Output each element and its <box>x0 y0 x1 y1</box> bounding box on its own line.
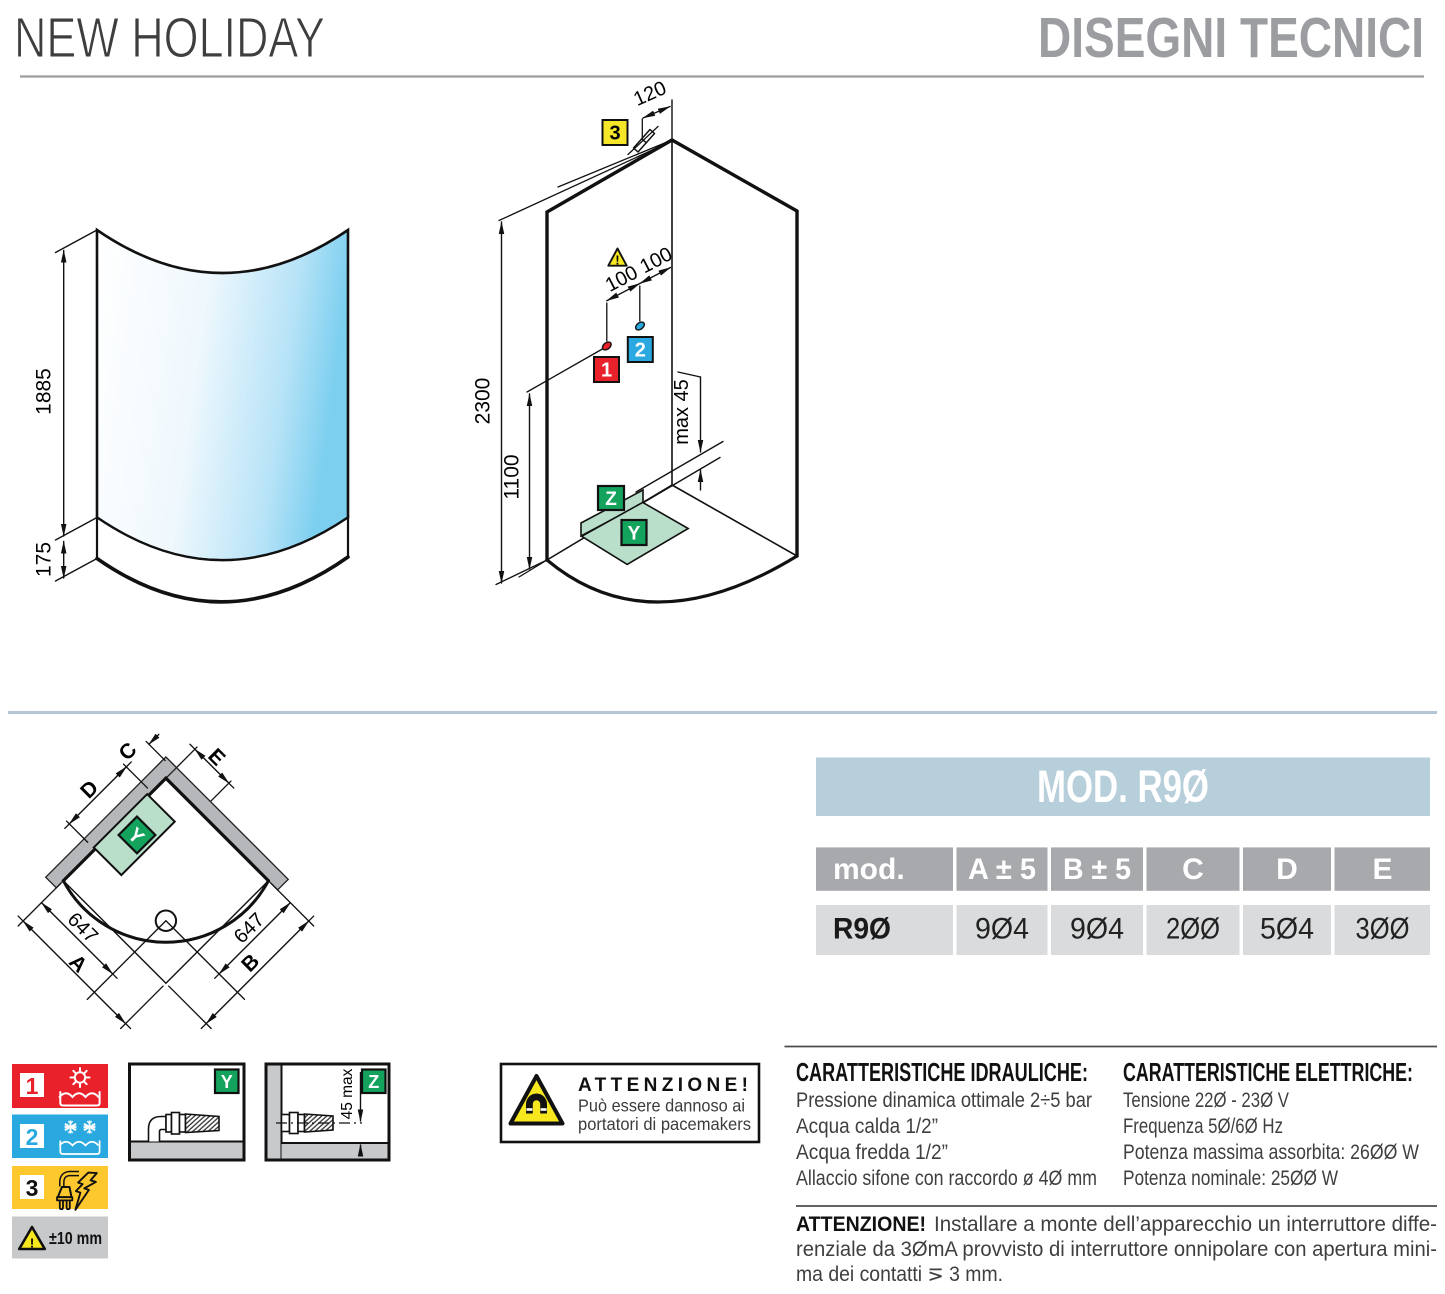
svg-text:3: 3 <box>26 1175 39 1201</box>
svg-text:±10 mm: ±10 mm <box>49 1228 102 1248</box>
svg-text:1100: 1100 <box>501 454 524 499</box>
svg-text:Y: Y <box>221 1072 233 1092</box>
svg-text:ATTENZIONE!: ATTENZIONE! <box>796 1212 926 1236</box>
svg-text:3: 3 <box>609 123 620 145</box>
svg-text:45 max: 45 max <box>339 1068 356 1119</box>
svg-text:mod.: mod. <box>833 853 905 886</box>
svg-text:B ± 5: B ± 5 <box>1063 853 1131 886</box>
svg-text:5Ø4: 5Ø4 <box>1260 913 1314 946</box>
svg-text:Y: Y <box>628 524 641 545</box>
svg-text:MOD. R9Ø: MOD. R9Ø <box>1037 761 1209 812</box>
svg-text:3ØØ: 3ØØ <box>1356 913 1410 946</box>
svg-text:2: 2 <box>635 340 646 362</box>
svg-text:ma dei contatti ⋝ 3 mm.: ma dei contatti ⋝ 3 mm. <box>796 1262 1003 1286</box>
svg-text:Z: Z <box>605 489 617 510</box>
svg-text:100: 100 <box>602 262 642 297</box>
svg-text:9Ø4: 9Ø4 <box>975 913 1029 946</box>
svg-text:!: ! <box>30 1236 34 1251</box>
svg-text:renziale da 3ØmA provvisto di: renziale da 3ØmA provvisto di interrutto… <box>796 1237 1437 1261</box>
svg-text:A ± 5: A ± 5 <box>968 853 1036 886</box>
svg-text:D: D <box>1276 853 1298 886</box>
svg-text:Frequenza 5Ø/6Ø Hz: Frequenza 5Ø/6Ø Hz <box>1123 1114 1283 1138</box>
svg-text:NEW HOLIDAY: NEW HOLIDAY <box>14 6 325 70</box>
svg-text:Z: Z <box>368 1072 379 1092</box>
svg-text:E: E <box>1372 853 1392 886</box>
svg-text:2ØØ: 2ØØ <box>1166 913 1220 946</box>
svg-text:1: 1 <box>601 360 612 382</box>
svg-text:Acqua calda 1/2”: Acqua calda 1/2” <box>796 1114 938 1138</box>
svg-text:1: 1 <box>26 1073 39 1099</box>
svg-text:A: A <box>64 950 91 977</box>
svg-text:max 45: max 45 <box>671 379 693 445</box>
svg-text:Potenza nominale: 25ØØ W: Potenza nominale: 25ØØ W <box>1123 1166 1339 1190</box>
svg-text:CARATTERISTICHE ELETTRICHE:: CARATTERISTICHE ELETTRICHE: <box>1123 1057 1413 1087</box>
svg-text:Installare a monte dell’appare: Installare a monte dell’apparecchio un i… <box>934 1212 1437 1236</box>
svg-text:2: 2 <box>26 1124 39 1150</box>
svg-text:120: 120 <box>630 77 669 111</box>
svg-text:C: C <box>1182 853 1204 886</box>
svg-text:647: 647 <box>230 909 269 948</box>
svg-text:DISEGNI TECNICI: DISEGNI TECNICI <box>1038 6 1424 70</box>
svg-text:E: E <box>203 744 229 770</box>
svg-text:Tensione 22Ø - 23Ø V: Tensione 22Ø - 23Ø V <box>1123 1088 1290 1112</box>
svg-text:!: ! <box>615 254 619 268</box>
svg-text:R9Ø: R9Ø <box>833 913 891 946</box>
svg-text:Potenza massima assorbita: 26Ø: Potenza massima assorbita: 26ØØ W <box>1123 1140 1420 1164</box>
svg-text:9Ø4: 9Ø4 <box>1070 913 1124 946</box>
svg-text:portatori di pacemakers: portatori di pacemakers <box>578 1114 751 1134</box>
svg-text:Allaccio sifone con raccordo ø: Allaccio sifone con raccordo ø 4Ø mm <box>796 1166 1097 1190</box>
svg-text:2300: 2300 <box>472 378 495 425</box>
svg-text:Pressione dinamica ottimale 2÷: Pressione dinamica ottimale 2÷5 bar <box>796 1088 1092 1112</box>
svg-text:CARATTERISTICHE IDRAULICHE:: CARATTERISTICHE IDRAULICHE: <box>796 1057 1088 1087</box>
svg-text:Può essere dannoso ai: Può essere dannoso ai <box>578 1096 745 1116</box>
svg-text:Acqua fredda 1/2”: Acqua fredda 1/2” <box>796 1140 948 1164</box>
svg-text:C: C <box>115 738 142 765</box>
svg-text:100: 100 <box>636 243 676 278</box>
svg-text:1885: 1885 <box>33 368 56 415</box>
svg-text:175: 175 <box>33 542 56 577</box>
svg-text:D: D <box>76 776 103 803</box>
svg-text:B: B <box>237 950 264 977</box>
